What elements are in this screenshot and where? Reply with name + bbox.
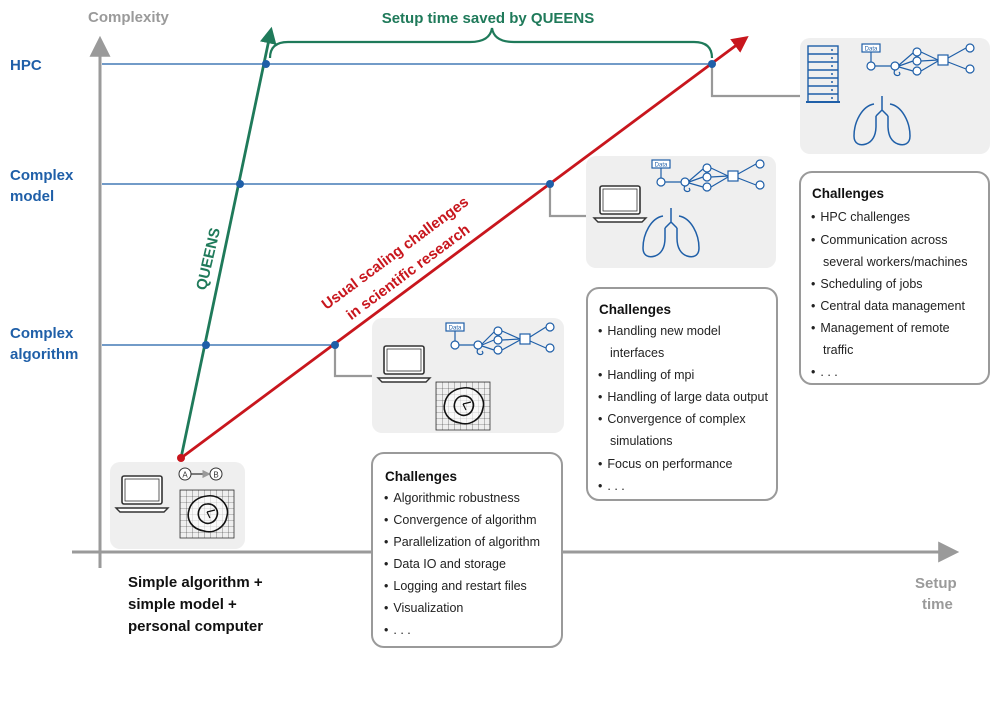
challenge-item: Handling new model [607,324,720,338]
baseline-label-line1: Simple algorithm + [128,574,263,591]
usual-model-point [546,180,554,188]
usual-hpc-point [708,60,716,68]
node-b-label: B [213,471,218,480]
connector-model [548,184,586,218]
usual-scaling-label-line1: Usual scaling challenges [319,193,472,313]
data-box-label: Data [449,326,462,332]
svg-text:•Convergence of algorithm: •Convergence of algorithm [384,513,537,527]
challenge-item-continued: several workers/machines [823,255,968,269]
origin-point [177,454,185,462]
queens-hpc-point [262,60,270,68]
svg-text:•. . .: •. . . [384,623,411,637]
svg-text:•Focus on performance: •Focus on performance [598,457,732,471]
queens-algo-point [202,341,210,349]
svg-text:•Central data management: •Central data management [811,299,965,313]
challenge-item: Parallelization of algorithm [393,535,540,549]
challenge-item-continued: interfaces [610,346,664,360]
queens-model-point [236,180,244,188]
panel-hpc: Data [800,38,990,154]
challenge-item: Convergence of complex [607,412,746,426]
level-model-label-line2: model [10,188,54,205]
svg-text:•Handling of mpi: •Handling of mpi [598,368,694,382]
challenge-item: . . . [820,365,837,379]
challenge-item: Focus on performance [607,457,732,471]
baseline-label-line2: simple model + [128,596,237,613]
challenge-item: Scheduling of jobs [820,277,922,291]
panel-complex-model: Data [586,156,776,268]
data-box-label: Data [655,163,668,169]
svg-text:•. . .: •. . . [811,365,838,379]
svg-text:•Communication across: •Communication across [811,233,948,247]
challenge-item: Central data management [820,299,965,313]
level-model-label-line1: Complex [10,167,74,184]
svg-text:•Logging and restart files: •Logging and restart files [384,579,527,593]
intersection-points [177,60,716,462]
challenges-list: •Handling new model interfaces •Handling… [598,324,768,493]
svg-text:•Visualization: •Visualization [384,601,463,615]
time-saved-label: Setup time saved by QUEENS [382,10,595,27]
challenge-item: Logging and restart files [393,579,526,593]
svg-text:•Parallelization of algorithm: •Parallelization of algorithm [384,535,540,549]
challenge-item-continued: traffic [823,343,853,357]
challenge-item: Handling of large data output [607,390,768,404]
svg-text:•Handling new model: •Handling new model [598,324,721,338]
panel-complex-algorithm: Data [372,318,564,433]
challenge-item: Management of remote [820,321,949,335]
svg-text:•Scheduling of jobs: •Scheduling of jobs [811,277,923,291]
challenges-list: •Algorithmic robustness •Convergence of … [384,491,540,637]
challenges-title: Challenges [599,302,671,317]
connector-algo [333,345,372,378]
challenge-item: . . . [607,479,624,493]
svg-text:•Algorithmic robustness: •Algorithmic robustness [384,491,520,505]
time-saved-brace [268,27,714,59]
panel-baseline: A B [110,462,245,549]
workflow-graph [651,159,765,193]
connector-hpc [710,64,800,98]
svg-text:•Handling of large data output: •Handling of large data output [598,390,768,404]
data-box-label: Data [865,47,878,53]
challenges-list: •HPC challenges •Communication across se… [811,210,968,379]
x-axis-label-line1: Setup [915,575,957,592]
challenge-item: Algorithmic robustness [393,491,519,505]
y-axis-label: Complexity [88,9,170,26]
challenge-item: Communication across [820,233,947,247]
svg-text:•Convergence of complex: •Convergence of complex [598,412,746,426]
svg-text:•. . .: •. . . [598,479,625,493]
challenges-box-model: Challenges •Handling new model interface… [586,287,778,501]
usual-scaling-line [180,35,749,460]
challenges-box-hpc: Challenges •HPC challenges •Communicatio… [799,171,990,385]
level-algo-label-line1: Complex [10,325,74,342]
level-hpc-label: HPC [10,57,42,74]
workflow-graph [445,322,555,356]
svg-text:•Management of remote: •Management of remote [811,321,950,335]
challenge-item: Handling of mpi [607,368,694,382]
level-algo-label-line2: algorithm [10,346,78,363]
challenge-item: Visualization [393,601,463,615]
usual-algo-point [331,341,339,349]
challenge-item: Convergence of algorithm [393,513,536,527]
challenge-item-continued: simulations [610,434,673,448]
workflow-graph [861,43,975,77]
x-axis-label-line2: time [922,596,953,613]
challenge-item: . . . [393,623,410,637]
svg-text:•HPC challenges: •HPC challenges [811,210,910,224]
node-a-label: A [182,471,188,480]
challenges-title: Challenges [385,469,457,484]
baseline-label-line3: personal computer [128,618,263,635]
challenge-item: HPC challenges [820,210,910,224]
challenge-item: Data IO and storage [393,557,506,571]
challenges-title: Challenges [812,186,884,201]
challenges-box-algorithm: Challenges •Algorithmic robustness •Conv… [371,452,563,648]
svg-text:•Data IO and storage: •Data IO and storage [384,557,506,571]
queens-line [179,26,277,459]
